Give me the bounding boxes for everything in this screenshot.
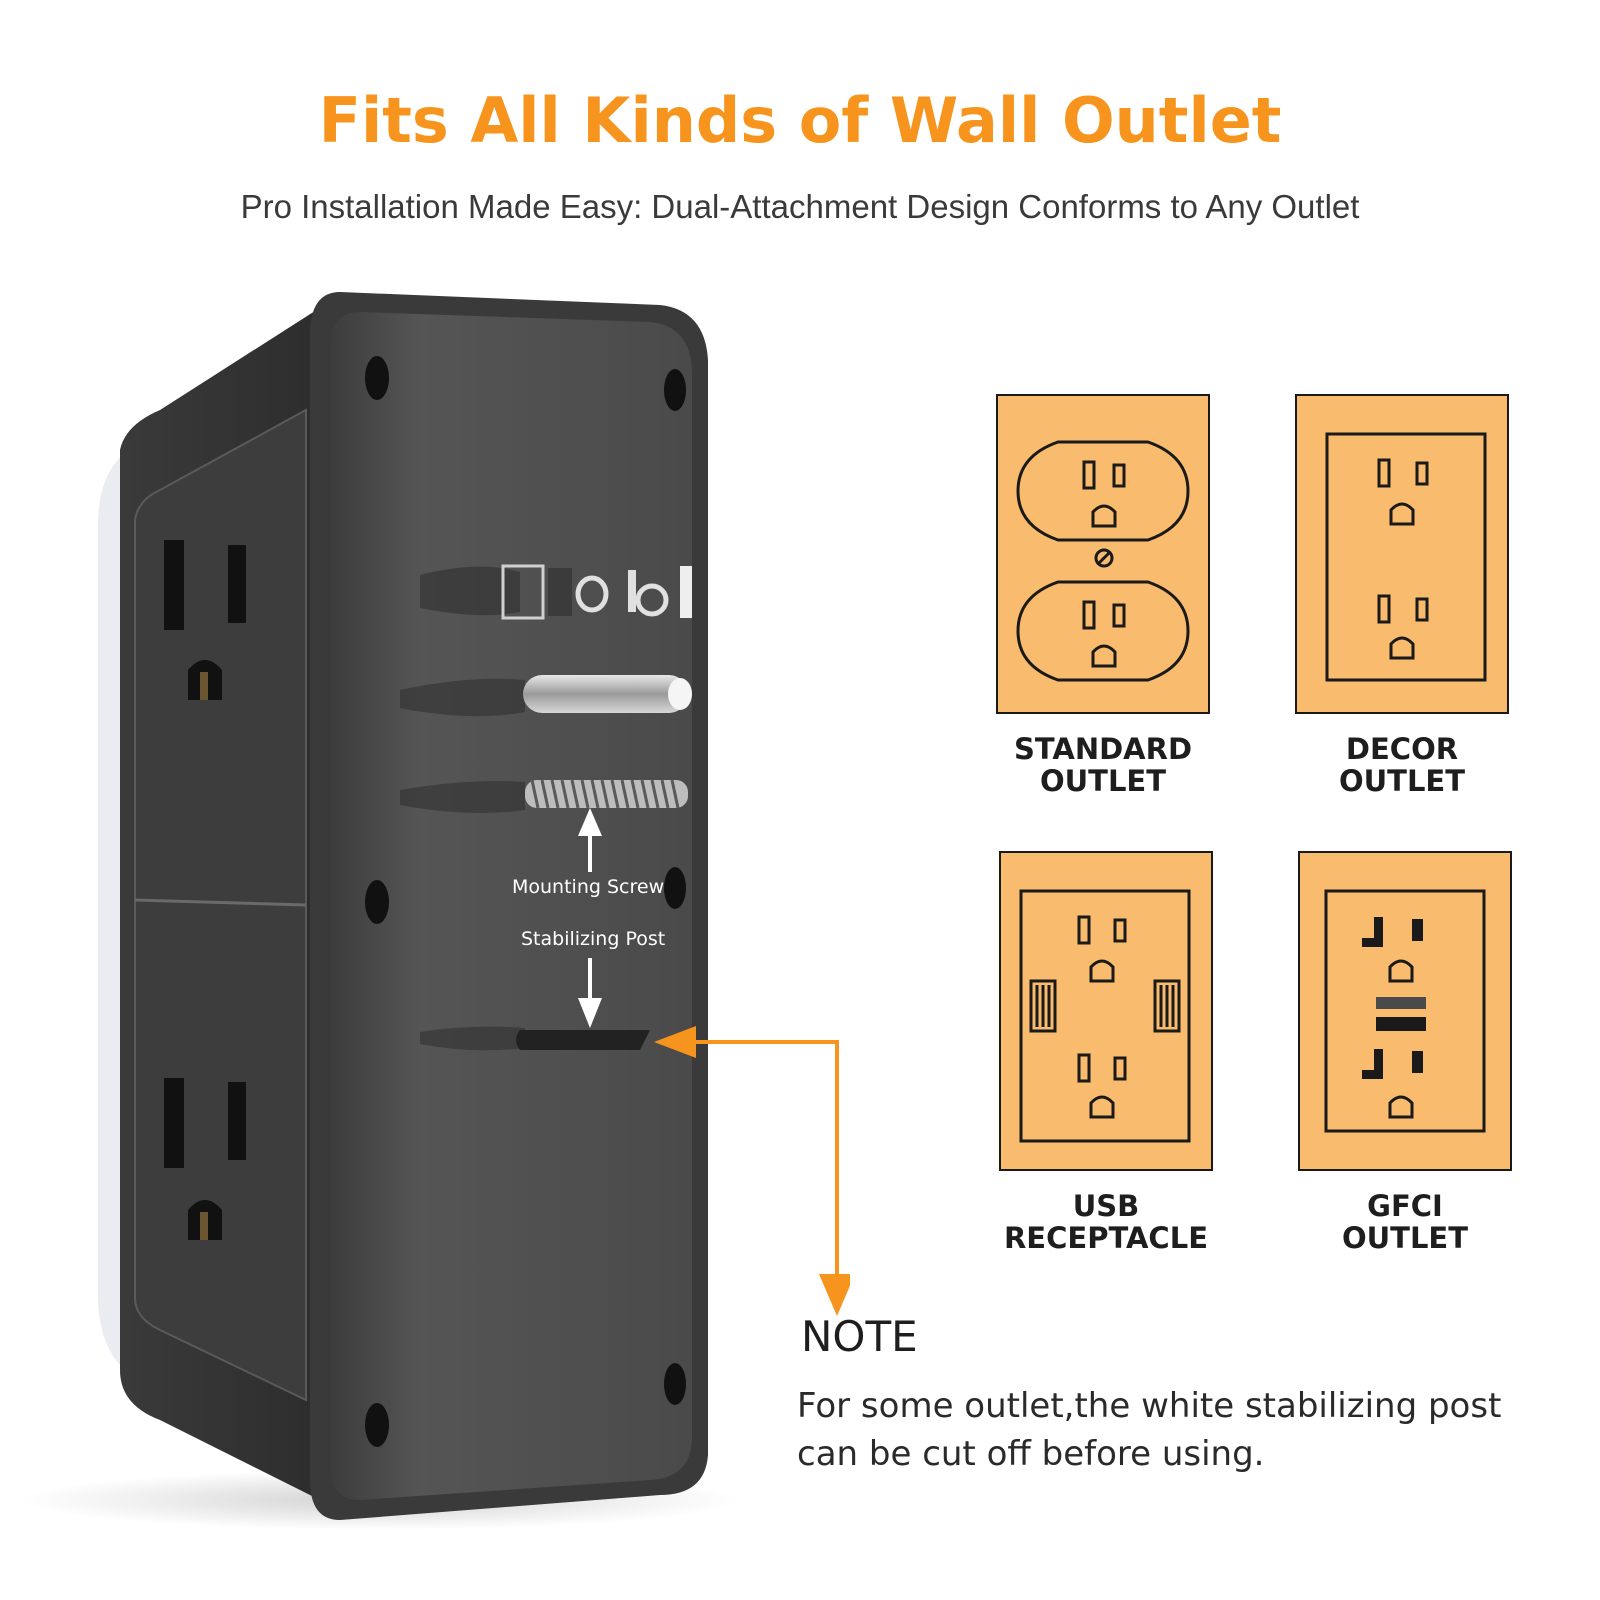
- gfci-outlet-tile: [1298, 851, 1512, 1171]
- note-text: For some outlet,the white stabilizing po…: [797, 1386, 1502, 1474]
- side-outlet-top: [164, 540, 246, 700]
- headline: Fits All Kinds of Wall Outlet: [318, 84, 1282, 157]
- wall-tap-device-illustration: [20, 292, 740, 1530]
- decor-outlet-icon: [1325, 432, 1487, 682]
- usb-receptacle-tile: [999, 851, 1213, 1171]
- stabilizing-post-label: Stabilizing Post: [521, 928, 666, 950]
- black-stabilizing-post: [420, 1026, 650, 1051]
- subheadline: Pro Installation Made Easy: Dual-Attachm…: [240, 188, 1360, 225]
- stabilizing-post-metal: [400, 675, 692, 717]
- decor-outlet-tile: [1295, 394, 1509, 714]
- gfci-outlet-icon: [1324, 889, 1486, 1133]
- note-title: NOTE: [801, 1312, 918, 1361]
- usb-receptacle-icon: [1019, 889, 1191, 1143]
- mounting-screw-label: Mounting Screw: [512, 876, 665, 898]
- standard-outlet-tile: [996, 394, 1210, 714]
- mounting-screw-arrow: [578, 808, 602, 872]
- stabilizing-post-arrow: [578, 958, 602, 1028]
- note-callout-arrow: [654, 1026, 850, 1316]
- folding-plug-prongs: [420, 564, 692, 620]
- mounting-screw: [400, 779, 688, 814]
- mounting-holes: [365, 356, 686, 1447]
- side-outlet-bottom: [164, 1078, 246, 1240]
- standard-outlet-icon: [1016, 440, 1190, 682]
